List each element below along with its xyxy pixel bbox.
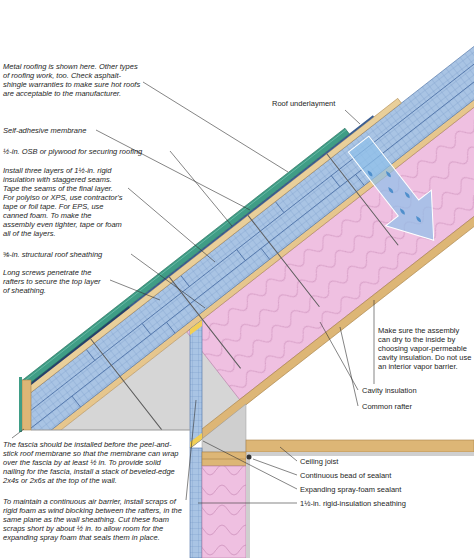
soffit <box>31 430 190 431</box>
fascia <box>22 380 31 430</box>
callout-label: Common rafter <box>362 402 462 411</box>
callout-label: 1½-in. rigid-insulation sheathing <box>300 499 465 508</box>
note-text: ½-in. OSB or plywood for securing roofin… <box>3 147 168 156</box>
roof-underlayment <box>2 115 374 406</box>
ceiling-drywall <box>246 452 474 456</box>
callout-label: Make sure the assembly can dry to the in… <box>378 326 472 371</box>
note-text: Install three layers of 1½-in. rigid ins… <box>3 166 125 238</box>
callout-label: Roof underlayment <box>272 99 372 108</box>
callout-label: Continuous bead of sealant <box>300 471 460 480</box>
roof-assembly <box>0 0 474 523</box>
note-text: The fascia should be installed before th… <box>3 440 183 485</box>
callout-label: Expanding spray-foam sealant <box>300 485 460 494</box>
leader-lines <box>12 82 374 503</box>
ceiling-joist <box>246 440 474 452</box>
drip-edge <box>19 377 22 432</box>
long-screws <box>90 154 398 430</box>
sealant-bead <box>247 455 252 460</box>
note-text: To maintain a continuous air barrier, in… <box>3 497 183 542</box>
wall-drywall <box>246 456 250 558</box>
note-text: Metal roofing is shown here. Other types… <box>3 62 141 98</box>
note-text: Long screws penetrate the rafters to sec… <box>3 268 108 295</box>
wall-top-stack <box>202 404 246 452</box>
callout-label: Ceiling joist <box>300 457 450 466</box>
roofing-rib <box>0 130 346 401</box>
foam-wind-blocking <box>190 320 202 448</box>
drying-arrow <box>336 126 457 258</box>
metal-roofing <box>0 128 349 404</box>
osb-nail-base <box>4 98 402 411</box>
note-text: Self-adhesive membrane <box>3 126 123 135</box>
callout-label: Cavity insulation <box>362 386 462 395</box>
top-plates <box>202 452 246 466</box>
spray-foam <box>190 320 202 335</box>
wall-cavity-insulation <box>202 466 246 558</box>
note-text: ⅝-in. structural roof sheathing <box>3 250 128 259</box>
